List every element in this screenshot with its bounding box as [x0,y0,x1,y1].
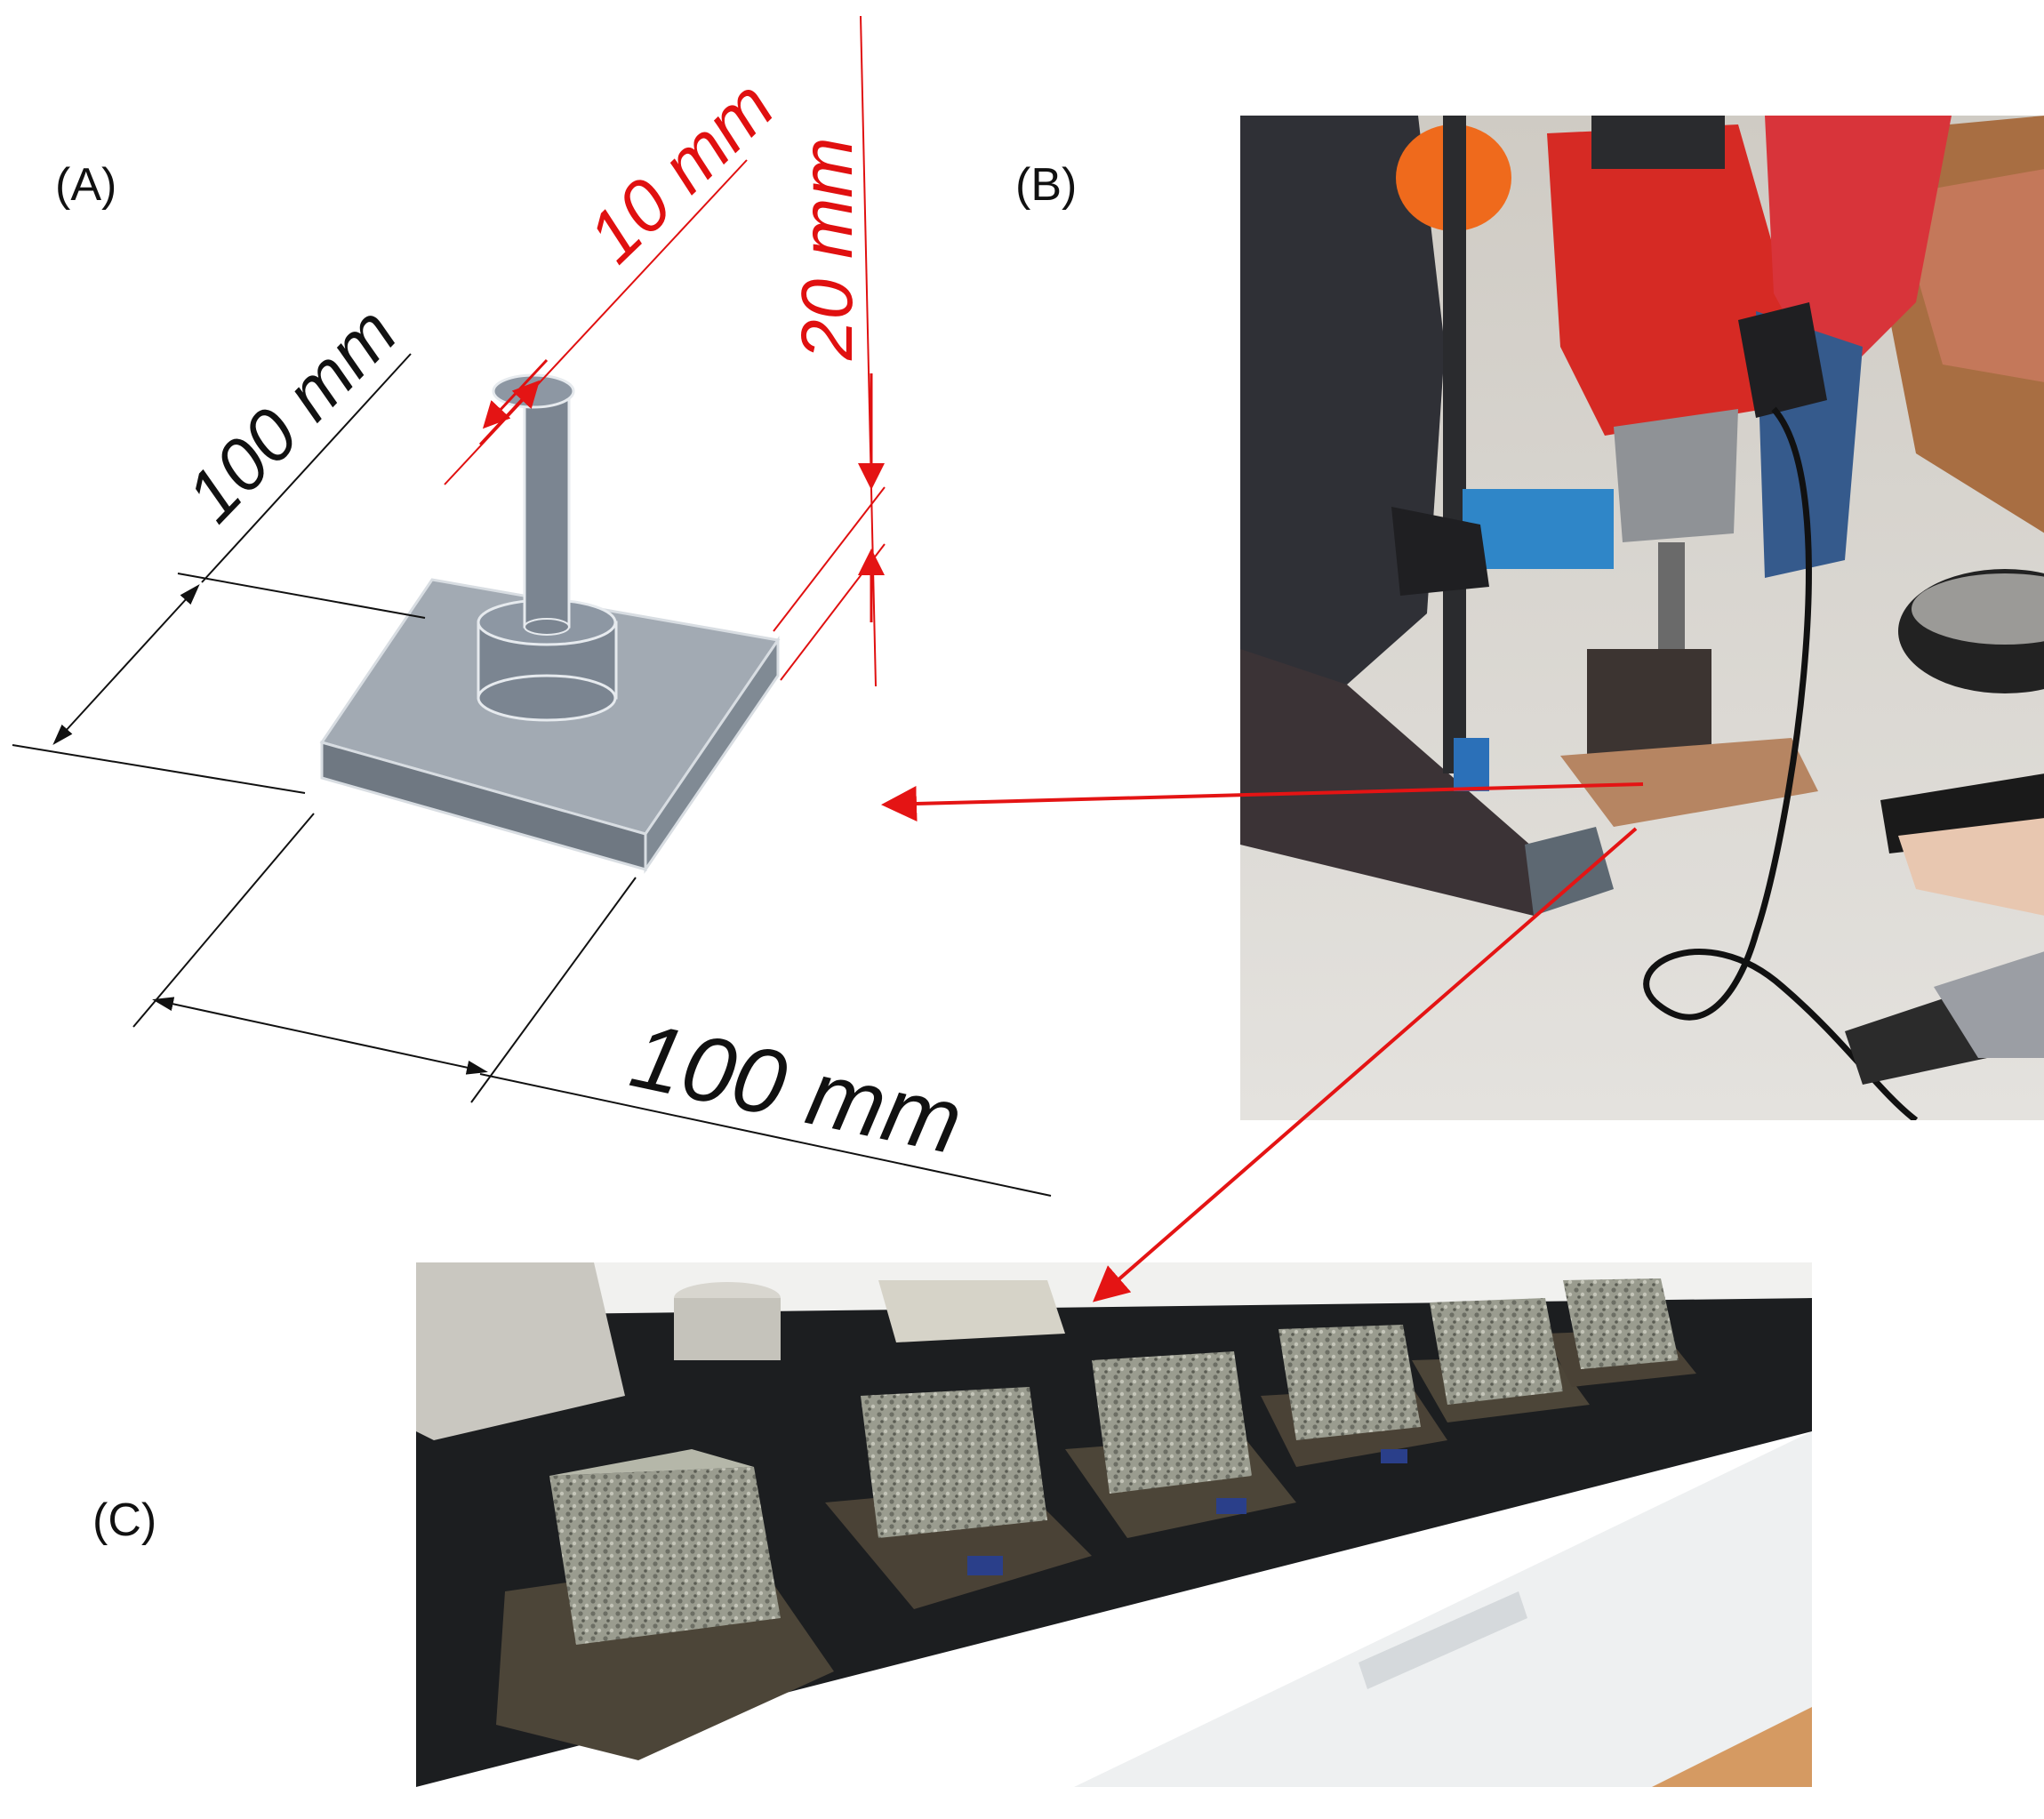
rod-collar [477,598,618,722]
drill-rig-photo [1240,116,2044,1120]
stacked-plates [1587,649,1711,765]
dimension-plate-depth [12,353,426,794]
dimension-rod-diameter [444,159,748,485]
arrow-left-icon [881,782,1644,822]
specimen-photo [416,1262,1812,1787]
red-drill [1547,124,1792,436]
shoe-right [1845,996,1987,1085]
concrete-cube [1563,1278,1679,1369]
panel-label-a: (A) [55,159,117,211]
concrete-cube [1279,1325,1421,1440]
cabinets [1074,1431,1812,1787]
glove-right [1738,302,1827,418]
label-plate-width: 100 mm [622,1004,971,1174]
concrete-cube [1092,1351,1252,1494]
worker-left [1240,116,1445,685]
dimension-plate-width [132,813,1052,1197]
glove-left [1391,507,1489,596]
power-cable [1643,406,1919,1120]
concrete-cube [861,1387,1047,1538]
label-rod-diameter: 10 mm [573,65,789,278]
label-rod-height: 20 mm [787,137,868,361]
shoe-left [1525,827,1614,916]
panel-label-c: (C) [92,1494,157,1546]
arrow-down-left-icon [1092,827,1638,1302]
dimension-rod-height [773,15,886,687]
label-plate-depth: 100 mm [171,292,412,537]
rig-pole [1443,116,1466,773]
concrete-cube [549,1449,781,1645]
concrete-cube [1430,1298,1563,1405]
panel-label-b: (B) [1015,159,1078,211]
concrete-slab [416,1262,625,1440]
blue-clamp [1463,489,1614,569]
